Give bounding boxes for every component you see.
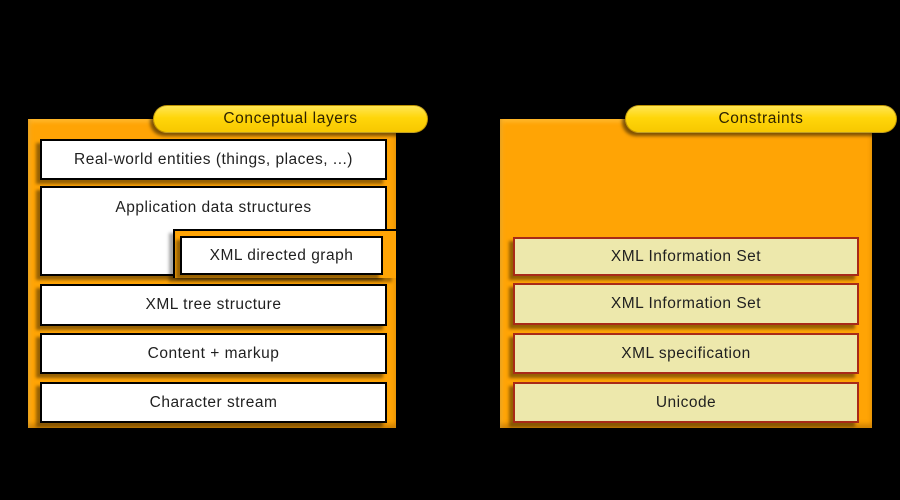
layer-box-real-world-entities: Real-world entities (things, places, ...… <box>40 139 387 180</box>
layer-box-character-stream: Character stream <box>40 382 387 423</box>
layer-box-xml-directed-graph: XML directed graph <box>180 236 383 275</box>
constraint-box-xml-specification: XML specification <box>513 333 859 374</box>
layer-box-content-markup: Content + markup <box>40 333 387 374</box>
constraint-box-xml-information-set-2: XML Information Set <box>513 283 859 325</box>
constraint-box-unicode: Unicode <box>513 382 859 423</box>
constraint-box-xml-information-set-1: XML Information Set <box>513 237 859 276</box>
conceptual-layers-pill-label: Conceptual layers <box>153 105 428 133</box>
layer-box-xml-tree-structure: XML tree structure <box>40 284 387 326</box>
constraints-pill-label: Constraints <box>625 105 897 133</box>
